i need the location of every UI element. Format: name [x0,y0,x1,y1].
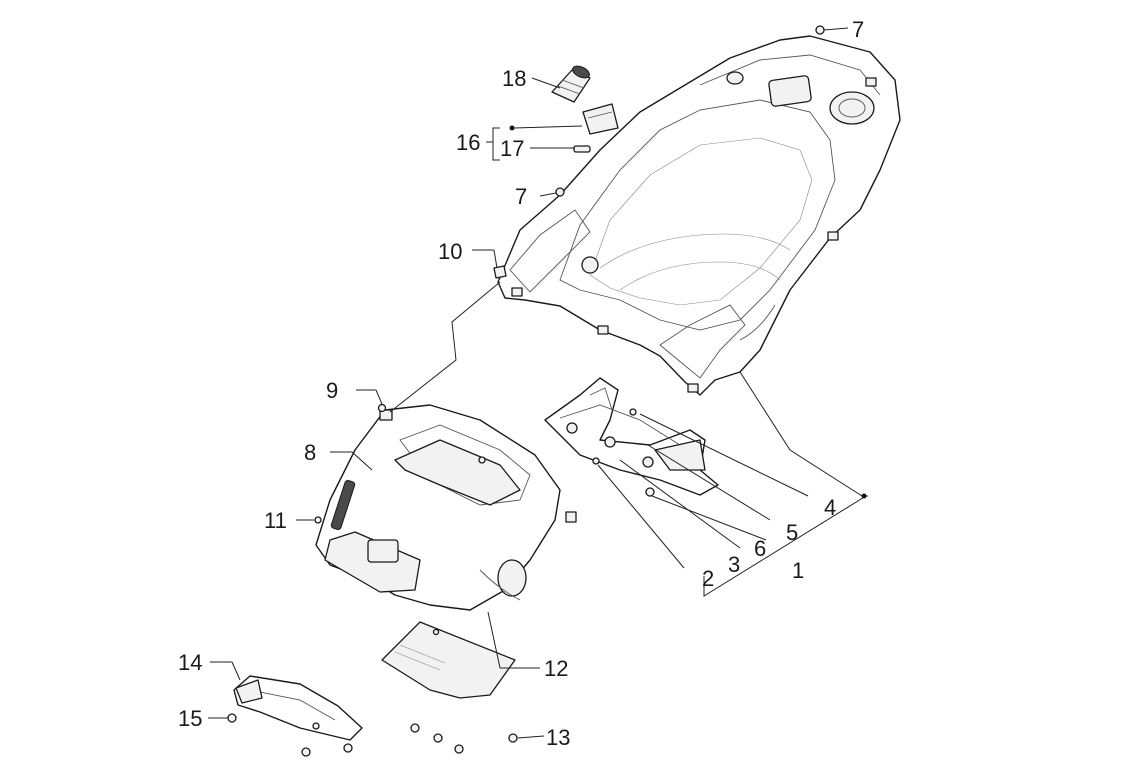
cable-guide-cover [544,377,719,496]
screw-part-4 [629,408,637,416]
screw-top-right [815,25,825,35]
screw-center [555,187,565,197]
callout-3: 3 [728,552,740,577]
callout-16: 16 [456,130,480,155]
callout-7-top: 7 [852,17,864,42]
callout-14: 14 [178,650,202,675]
callout-12: 12 [544,656,568,681]
callout-5: 5 [786,520,798,545]
callout-labels: 7 18 16 17 7 10 9 8 11 4 5 6 3 1 2 12 13… [178,17,864,750]
clip-part-10 [493,265,507,279]
lower-bracket [227,675,363,757]
screw-part-9 [377,403,387,413]
callout-15: 15 [178,706,202,731]
seat-lock-latch [582,103,619,135]
lock-pin [573,145,591,153]
helmet-compartment [497,35,901,396]
bracket-plate [381,621,516,699]
lock-barrel [551,65,591,103]
callout-10: 10 [438,239,462,264]
callout-4: 4 [824,495,836,520]
leader-dots [509,125,867,499]
leader-lines [208,27,868,739]
callout-6: 6 [754,536,766,561]
callout-1: 1 [792,558,804,583]
callout-17: 17 [500,136,524,161]
callout-2: 2 [702,566,714,591]
callout-13: 13 [546,725,570,750]
callout-18: 18 [502,66,526,91]
nuts-part-13 [410,723,518,754]
rear-inner-cover [315,404,577,611]
callout-11: 11 [264,508,287,533]
callout-7-center: 7 [515,184,527,209]
screw-part-11 [314,516,322,524]
screw-part-2 [592,457,600,465]
nut-part-5 [645,487,655,497]
callout-8: 8 [304,440,316,465]
callout-9: 9 [326,378,338,403]
